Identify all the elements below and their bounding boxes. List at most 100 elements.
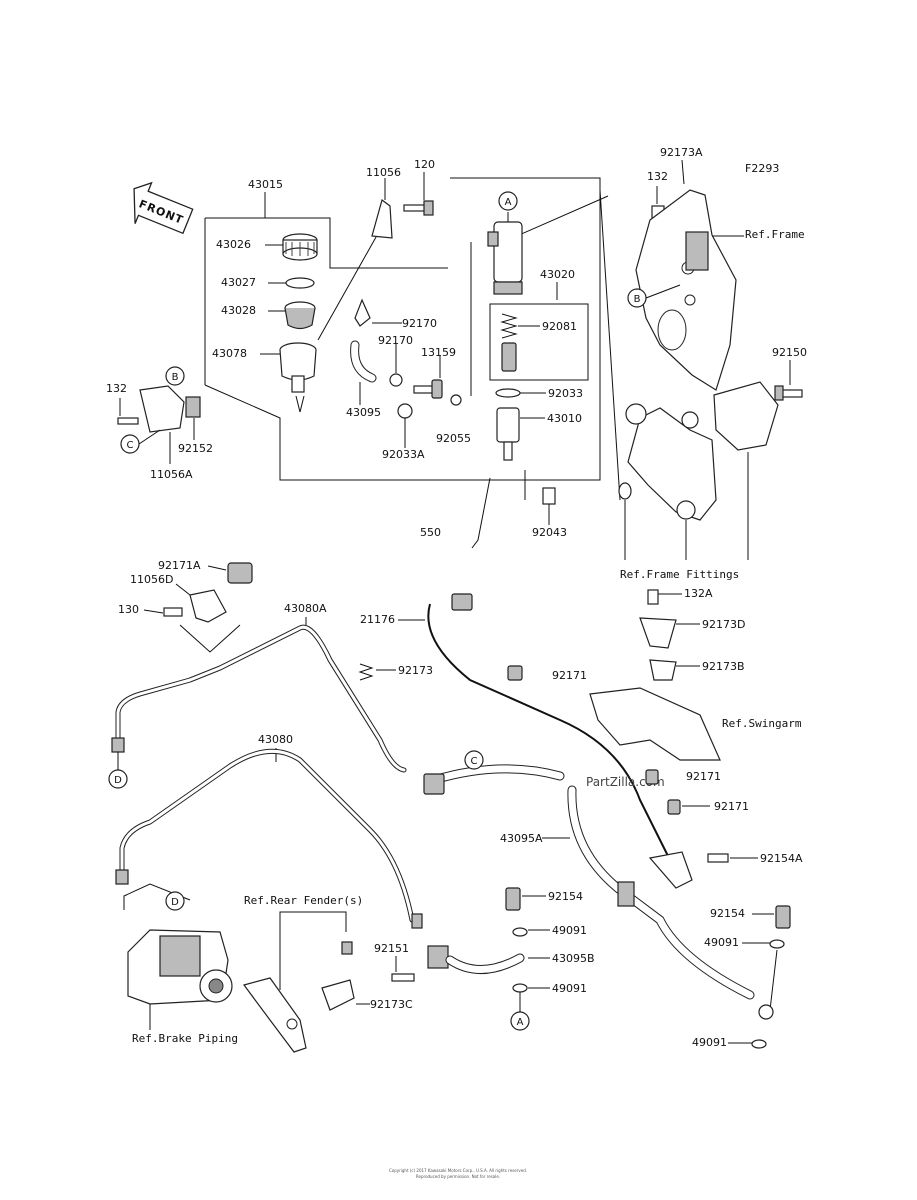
fitting-13159 [413, 379, 443, 399]
hose-c [423, 764, 565, 795]
label-92173: 92173 [398, 664, 433, 677]
label-43010: 43010 [547, 412, 582, 425]
hose-43095a [567, 785, 755, 1000]
reservoir-cap [282, 233, 318, 261]
ref-frame: Ref.Frame [745, 228, 805, 241]
pin-92043 [542, 487, 556, 505]
label-11056a: 11056A [150, 468, 193, 481]
washer-49091-right-a [769, 939, 785, 949]
label-92055: 92055 [436, 432, 471, 445]
piston-kit-frame [489, 303, 589, 381]
label-13159: 13159 [421, 346, 456, 359]
ref-rear-fender: Ref.Rear Fender(s) [244, 894, 363, 907]
label-43027: 43027 [221, 276, 256, 289]
label-92173b: 92173B [702, 660, 745, 673]
frame-plate [635, 189, 737, 391]
label-92173d: 92173D [702, 618, 745, 631]
copyright-line-1: Copyright (c) 2017 Kawasaki Motors Corp.… [389, 1168, 527, 1173]
hose-43095b [427, 945, 525, 974]
label-132-left: 132 [106, 382, 127, 395]
label-92151: 92151 [374, 942, 409, 955]
clamp-92173d [639, 617, 677, 649]
marker-d-left-label: D [114, 775, 122, 786]
label-92171-c: 92171 [714, 800, 749, 813]
marker-c-right [464, 750, 484, 770]
label-92170-a: 92170 [402, 317, 437, 330]
banjo-right [758, 1004, 774, 1020]
frame-fittings [625, 381, 779, 521]
spring-92081 [500, 313, 518, 339]
marker-c-left-label: C [127, 440, 134, 451]
label-49091-right-b: 49091 [692, 1036, 727, 1049]
pushrod-43010 [496, 407, 520, 461]
label-43080a: 43080A [284, 602, 327, 615]
label-49091-mid-a: 49091 [552, 924, 587, 937]
label-43028: 43028 [221, 304, 256, 317]
label-120: 120 [414, 158, 435, 171]
rear-fender-bracket [242, 977, 355, 1053]
clip-92171a [227, 562, 253, 584]
reservoir-tank [279, 342, 317, 413]
label-92152: 92152 [178, 442, 213, 455]
piston [501, 342, 517, 372]
washer-frame [618, 482, 632, 500]
copyright-line-2: Reproduced by permission. Not for resale… [416, 1174, 500, 1179]
front-arrow-icon: FRONT [133, 181, 194, 235]
marker-d-right [165, 891, 185, 911]
clip-92170-bottom [389, 373, 403, 387]
swingarm-outline [589, 687, 721, 761]
label-550: 550 [420, 526, 441, 539]
label-92154-right: 92154 [710, 907, 745, 920]
bolt-92154-right [775, 905, 791, 929]
bolt-92154a [648, 851, 729, 889]
label-92043: 92043 [532, 526, 567, 539]
label-43080: 43080 [258, 733, 293, 746]
label-92171a: 92171A [158, 559, 201, 572]
label-43095a: 43095A [500, 832, 543, 845]
label-132a: 132A [684, 587, 713, 600]
brake-pipe-43080 [115, 748, 423, 929]
label-92173a: 92173A [660, 146, 703, 159]
label-11056: 11056 [366, 166, 401, 179]
marker-b-left-label: B [172, 372, 179, 383]
label-43078: 43078 [212, 347, 247, 360]
clamp-92033a [397, 403, 413, 419]
label-92171-a: 92171 [552, 669, 587, 682]
washer-49091-mid-b [512, 983, 528, 993]
brake-pipe-43080a [111, 624, 407, 773]
label-11056d: 11056D [130, 573, 173, 586]
label-92170-b: 92170 [378, 334, 413, 347]
marker-b-right-label: B [634, 294, 641, 305]
label-92154a: 92154A [760, 852, 803, 865]
bracket-11056d [189, 589, 227, 623]
snapring-92033 [495, 388, 521, 398]
bolt-120 [403, 200, 434, 216]
label-49091-mid-b: 49091 [552, 982, 587, 995]
marker-a-top-label: A [505, 197, 512, 208]
clamp-92173b [649, 659, 677, 681]
label-130: 130 [118, 603, 139, 616]
bolt-132a [647, 589, 659, 605]
cotter-pin-550 [471, 477, 491, 549]
ref-brake-piping: Ref.Brake Piping [132, 1032, 238, 1045]
diagram-code: F2293 [745, 162, 779, 175]
ref-swingarm: Ref.Swingarm [722, 717, 802, 730]
label-132-top: 132 [647, 170, 668, 183]
oring-92055 [450, 394, 462, 406]
diaphragm-plate [285, 277, 315, 289]
label-92033: 92033 [548, 387, 583, 400]
marker-d-right-label: D [171, 897, 179, 908]
bolt-92150 [774, 385, 803, 401]
clip-92173 [358, 663, 374, 681]
label-92171-b: 92171 [686, 770, 721, 783]
washer-49091-mid-a [512, 927, 528, 937]
label-92154-mid: 92154 [548, 890, 583, 903]
clip-92170-top [354, 298, 371, 327]
hose-43095 [350, 340, 377, 383]
bolt-92154-mid [505, 887, 521, 911]
label-21176: 21176 [360, 613, 395, 626]
watermark: PartZilla.com [586, 775, 665, 789]
label-49091-right-a: 49091 [704, 936, 739, 949]
clip-92171-c [667, 799, 681, 815]
nut-rear-fender [341, 941, 353, 955]
